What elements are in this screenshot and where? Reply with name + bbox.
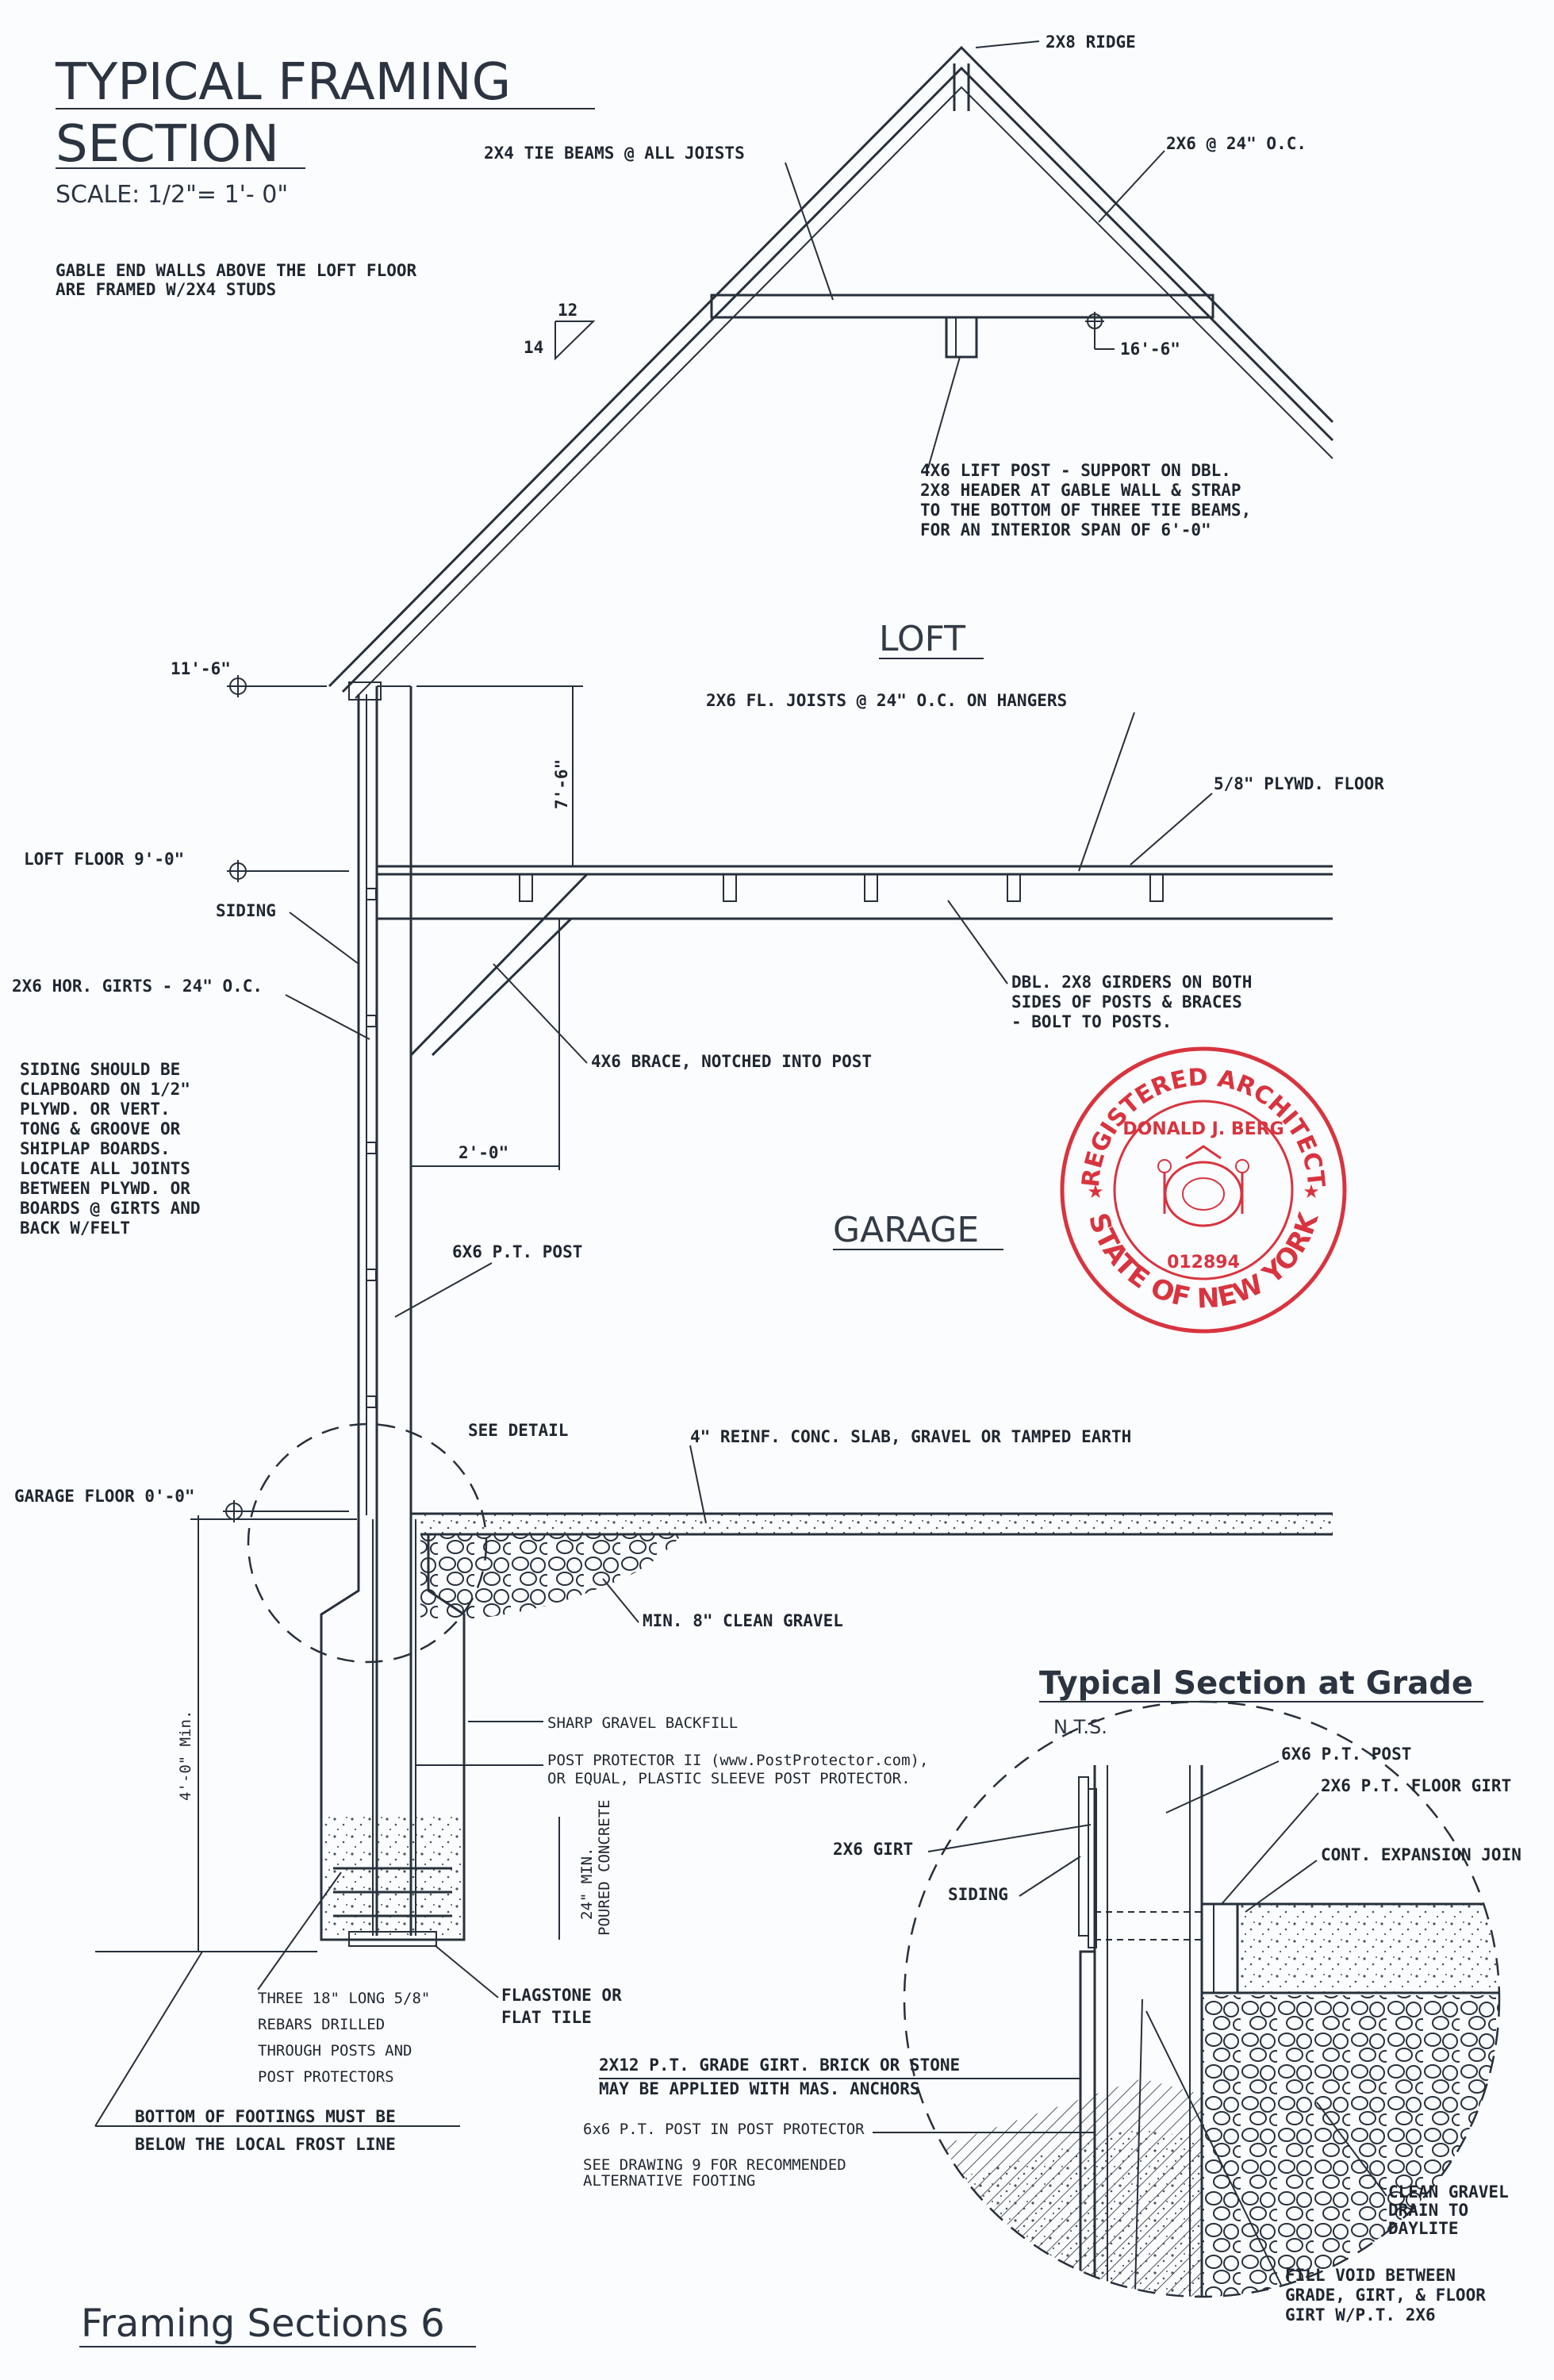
girder-note-line3: - BOLT TO POSTS. xyxy=(1011,1012,1172,1031)
brace-label: 4X6 BRACE, NOTCHED INTO POST xyxy=(591,1052,872,1071)
garage-room-label: GARAGE xyxy=(833,1210,979,1250)
elevation-markers: 11'-6" LOFT FLOOR 9'-0" GARAGE FLOOR 0'-… xyxy=(14,659,349,1522)
floor-joist-label: 2X6 FL. JOISTS @ 24" O.C. ON HANGERS xyxy=(706,691,1067,710)
stamp-name: DONALD J. BERG xyxy=(1122,1119,1283,1139)
rebar-note-line: THROUGH POSTS AND xyxy=(258,2042,412,2059)
stamp-number: 012894 xyxy=(1167,1253,1240,1273)
backfill-label: SHARP GRAVEL BACKFILL xyxy=(547,1714,738,1732)
post-protector-detail-label: 6x6 P.T. POST IN POST PROTECTOR xyxy=(583,2121,865,2138)
svg-text:★: ★ xyxy=(1303,1180,1320,1203)
frost-line-note-line1: BOTTOM OF FOOTINGS MUST BE xyxy=(135,2107,396,2126)
tie-beam-label: 2X4 TIE BEAMS @ ALL JOISTS xyxy=(484,144,745,163)
rafter-label: 2X6 @ 24" O.C. xyxy=(1166,134,1307,153)
grade-detail-title: Typical Section at Grade xyxy=(1039,1665,1473,1702)
gable-note-line2: ARE FRAMED W/2X4 STUDS xyxy=(56,280,276,299)
wall-labels: SIDING 2X6 HOR. GIRTS - 24" O.C. 4X6 BRA… xyxy=(12,901,872,1318)
siding-note-line: SHIPLAP BOARDS. xyxy=(20,1139,171,1158)
title-block: TYPICAL FRAMING SECTION SCALE: 1/2"= 1'-… xyxy=(55,53,595,299)
scale-label: SCALE: 1/2"= 1'- 0" xyxy=(56,181,288,209)
page-subtitle: SECTION xyxy=(56,115,279,174)
rebar-note-line: POST PROTECTORS xyxy=(258,2068,394,2086)
eave-elevation-label: 11'-6" xyxy=(171,659,231,678)
siding-note-line: PLYWD. OR VERT. xyxy=(20,1100,171,1119)
siding-note-line: CLAPBOARD ON 1/2" xyxy=(20,1080,190,1099)
siding-note-line: BOARDS @ GIRTS AND xyxy=(20,1199,201,1218)
gable-note-line1: GABLE END WALLS ABOVE THE LOFT FLOOR xyxy=(56,261,417,280)
siding-note-line: SIDING SHOULD BE xyxy=(20,1060,180,1079)
drawing-ref-line2: ALTERNATIVE FOOTING xyxy=(583,2172,755,2190)
sheet-footer-title: Framing Sections 6 xyxy=(81,2301,445,2346)
siding-note-line: BACK W/FELT xyxy=(20,1219,130,1238)
floor-girt-label: 2X6 P.T. FLOOR GIRT xyxy=(1321,1776,1511,1795)
loft-framing-labels: 2X6 FL. JOISTS @ 24" O.C. ON HANGERS 5/8… xyxy=(706,691,1384,1031)
clean-gravel-line1: CLEAN GRAVEL xyxy=(1388,2182,1509,2202)
state-seal-icon xyxy=(1157,1145,1249,1227)
drawing-ref-line1: SEE DRAWING 9 FOR RECOMMENDED xyxy=(583,2156,846,2174)
rebar-note-line: THREE 18" LONG 5/8" xyxy=(258,1990,430,2007)
architect-stamp: REGISTERED ARCHITECT STATE OF NEW YORK D… xyxy=(1060,1046,1347,1334)
grade-girt-2x6-label: 2X6 GIRT xyxy=(833,1840,913,1859)
slab-label: 4" REINF. CONC. SLAB, GRAVEL OR TAMPED E… xyxy=(690,1427,1131,1446)
pitch-run: 14 xyxy=(524,338,543,357)
clean-gravel-line2: DRAIN TO xyxy=(1388,2201,1468,2220)
fill-void-line3: GIRT W/P.T. 2X6 xyxy=(1285,2305,1436,2324)
siding-note-line: LOCATE ALL JOINTS xyxy=(20,1159,190,1178)
svg-text:★: ★ xyxy=(1087,1180,1104,1203)
garage-floor-elevation-label: GARAGE FLOOR 0'-0" xyxy=(14,1487,195,1506)
concrete-depth-line2: POURED CONCRETE xyxy=(596,1799,613,1936)
grade-siding-label: SIDING xyxy=(948,1885,1008,1904)
post-protector-line2: OR EQUAL, PLASTIC SLEEVE POST PROTECTOR. xyxy=(547,1770,911,1787)
rebar-note-line: REBARS DRILLED xyxy=(258,2016,385,2033)
concrete-depth-line1: 24" MIN. xyxy=(578,1847,596,1920)
loft-post-note: 4X6 LIFT POST - SUPPORT ON DBL. 2X8 HEAD… xyxy=(920,356,1251,539)
fill-void-line2: GRADE, GIRT, & FLOOR xyxy=(1285,2286,1486,2305)
loft-post-note-line4: FOR AN INTERIOR SPAN OF 6'-0" xyxy=(920,520,1211,539)
gravel-label: MIN. 8" CLEAN GRAVEL xyxy=(643,1611,843,1630)
footing-depth-dimension: 4'-0" Min. xyxy=(177,1710,194,1801)
flagstone-label-line2: FLAT TILE xyxy=(501,2008,592,2027)
girt-label: 2X6 HOR. GIRTS - 24" O.C. xyxy=(12,977,263,996)
frost-line-note-line2: BELOW THE LOCAL FROST LINE xyxy=(135,2135,396,2154)
pitch-rise: 12 xyxy=(558,301,577,320)
page-title: TYPICAL FRAMING xyxy=(55,53,511,112)
brace-dimension: 2'-0" xyxy=(459,1143,508,1162)
loft-room-label: LOFT xyxy=(879,619,965,659)
wall-and-post: 7'-6" 2'-0" xyxy=(348,681,1333,1936)
tie-elevation-label: 16'-6" xyxy=(1120,340,1180,359)
girder-note-line2: SIDES OF POSTS & BRACES xyxy=(1011,992,1242,1012)
foundation: 4'-0" Min. 24" MIN. POURED CONCRETE xyxy=(95,1422,1333,1952)
clean-gravel-line3: DAYLITE xyxy=(1388,2219,1459,2238)
fill-void-line1: FILL VOID BETWEEN xyxy=(1285,2266,1456,2285)
see-detail-label: SEE DETAIL xyxy=(468,1421,568,1440)
grade-girt-label-line2: MAY BE APPLIED WITH MAS. ANCHORS xyxy=(599,2079,920,2098)
flagstone-label-line1: FLAGSTONE OR xyxy=(501,1986,622,2005)
grade-post-label: 6X6 P.T. POST xyxy=(1281,1745,1411,1764)
grade-girt-label-line1: 2X12 P.T. GRADE GIRT. BRICK OR STONE xyxy=(599,2056,960,2075)
loft-height-dimension: 7'-6" xyxy=(552,759,571,809)
siding-note-line: BETWEEN PLYWD. OR xyxy=(20,1179,190,1198)
girder-note-line1: DBL. 2X8 GIRDERS ON BOTH xyxy=(1011,973,1252,992)
post-label: 6X6 P.T. POST xyxy=(452,1242,582,1261)
foundation-labels: SEE DETAIL 4" REINF. CONC. SLAB, GRAVEL … xyxy=(94,1421,1131,2154)
loft-floor-elevation-label: LOFT FLOOR 9'-0" xyxy=(24,850,184,869)
loft-post-note-line2: 2X8 HEADER AT GABLE WALL & STRAP xyxy=(920,481,1241,500)
siding-label: SIDING xyxy=(216,901,276,920)
plywood-floor-label: 5/8" PLYWD. FLOOR xyxy=(1214,774,1384,793)
loft-post-note-line1: 4X6 LIFT POST - SUPPORT ON DBL. xyxy=(920,461,1231,480)
ridge-label: 2X8 RIDGE xyxy=(1046,33,1136,52)
roof-pitch-symbol: 12 14 xyxy=(524,301,596,361)
loft-post-note-line3: TO THE BOTTOM OF THREE TIE BEAMS, xyxy=(920,501,1251,520)
post-protector-line1: POST PROTECTOR II (www.PostProtector.com… xyxy=(547,1752,928,1769)
siding-note: SIDING SHOULD BE CLAPBOARD ON 1/2" PLYWD… xyxy=(20,1060,201,1238)
siding-note-line: TONG & GROOVE OR xyxy=(20,1119,181,1138)
roof-framing: 16'-6" 2X8 RIDGE 2X6 @ 24" O.C. 2X4 TIE … xyxy=(328,33,1334,699)
expansion-joint-label: CONT. EXPANSION JOIN xyxy=(1321,1845,1521,1864)
